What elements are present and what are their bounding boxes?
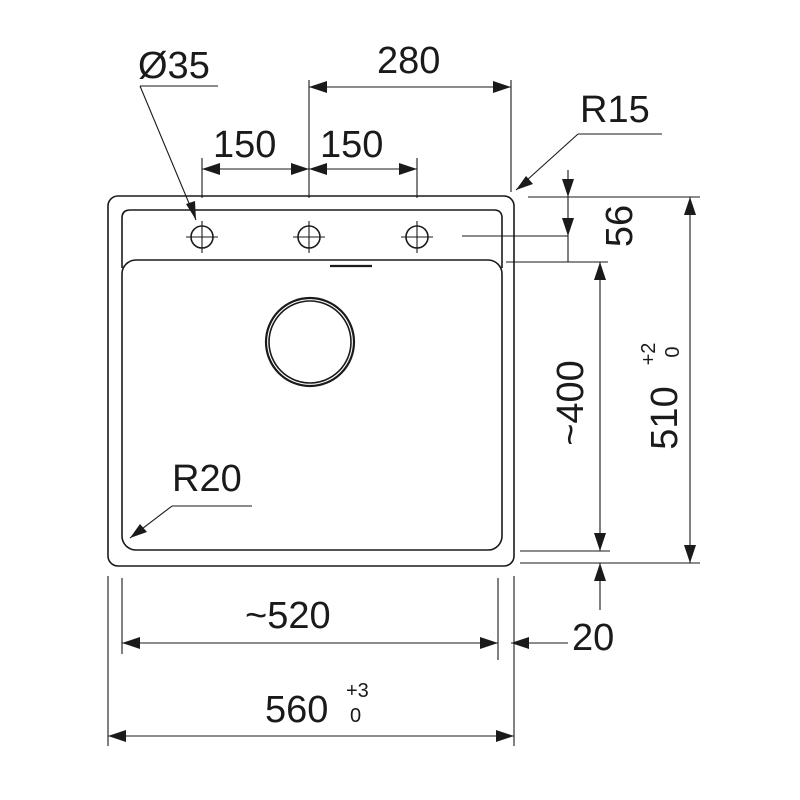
label-overall-depth-tol-upper: +2 <box>638 343 660 366</box>
label-hole-pitch-left: 150 <box>213 124 276 166</box>
label-bowl-width: ~520 <box>245 595 331 637</box>
tap-hole-left <box>186 221 218 253</box>
drain-hole <box>264 296 356 388</box>
tap-hole-right <box>401 221 433 253</box>
dimension-lines <box>107 80 700 746</box>
label-overall-depth: 510 <box>644 386 686 449</box>
label-rim-offset: 20 <box>572 617 614 659</box>
tap-hole-center <box>293 221 325 253</box>
label-overall-width: 560 <box>265 689 328 731</box>
label-bowl-corner-radius: R20 <box>172 458 242 500</box>
arrowheads <box>108 81 696 742</box>
drain-hole-inner <box>268 300 352 384</box>
label-hole-pitch-right: 150 <box>320 124 383 166</box>
label-hole-span: 280 <box>377 40 440 82</box>
label-overall-width-tol-upper: +3 <box>346 680 369 702</box>
label-overall-depth-tol-lower: 0 <box>662 346 684 357</box>
label-hole-diameter: Ø35 <box>138 45 210 87</box>
tap-deck-outline <box>121 209 503 268</box>
sink-outline <box>107 195 515 567</box>
label-bowl-depth: ~400 <box>550 360 592 446</box>
label-outer-corner-radius: R15 <box>580 89 650 131</box>
label-overall-width-tol-lower: 0 <box>350 705 361 727</box>
label-deck-depth: 56 <box>599 205 641 247</box>
sink-outer-rim <box>107 195 515 567</box>
bowl-outline <box>121 259 503 551</box>
